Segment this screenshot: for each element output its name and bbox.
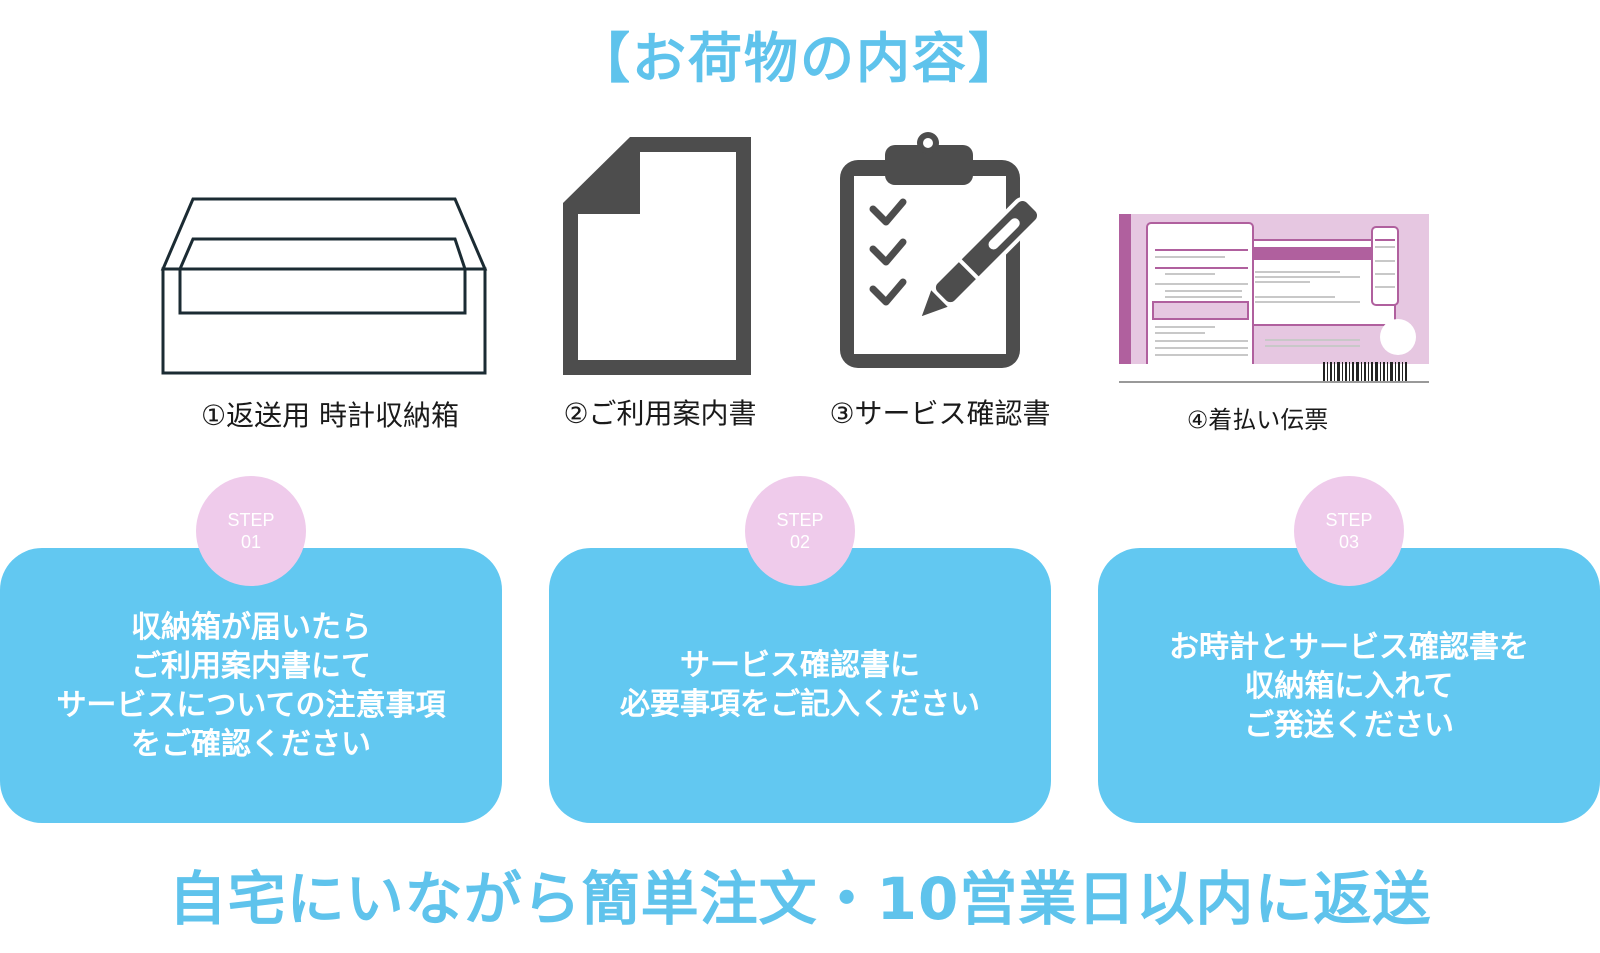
step-badge-1: STEP 01: [196, 476, 306, 586]
item-shipping-slip: ④着払い伝票: [1115, 210, 1435, 440]
clipboard-pen-icon: [840, 132, 1042, 368]
item-guide-document: ②ご利用案内書: [530, 130, 790, 440]
step-3-text: お時計とサービス確認書を 収納箱に入れて ご発送ください: [1169, 630, 1529, 743]
item-return-box: ①返送用 時計収納箱: [160, 190, 500, 440]
step-2-text: サービス確認書に 必要事項をご記入ください: [620, 648, 980, 722]
step-1-text: 収納箱が届いたら ご利用案内書にて サービスについての注意事項 をご確認ください: [56, 610, 446, 762]
step-badge-3: STEP 03: [1294, 476, 1404, 586]
box-icon: [160, 197, 488, 375]
item-label: ①返送用 時計収納箱: [200, 399, 459, 432]
step-card-1: 収納箱が届いたら ご利用案内書にて サービスについての注意事項 をご確認ください: [0, 548, 502, 823]
item-label: ②ご利用案内書: [563, 397, 757, 430]
item-service-confirmation: ③サービス確認書: [800, 130, 1080, 440]
step-badge-2: STEP 02: [745, 476, 855, 586]
page-title: 【お荷物の内容】: [576, 27, 1024, 90]
footer-tagline: 自宅にいながら簡単注文・10営業日以内に返送: [168, 865, 1432, 933]
barcode: [1323, 362, 1407, 381]
step-card-3: お時計とサービス確認書を 収納箱に入れて ご発送ください: [1098, 548, 1600, 823]
shipping-slip-icon: [1119, 214, 1429, 383]
item-label: ④着払い伝票: [1186, 406, 1329, 434]
step-card-2: サービス確認書に 必要事項をご記入ください: [549, 548, 1051, 823]
item-label: ③サービス確認書: [829, 397, 1051, 430]
document-icon: [563, 137, 751, 375]
